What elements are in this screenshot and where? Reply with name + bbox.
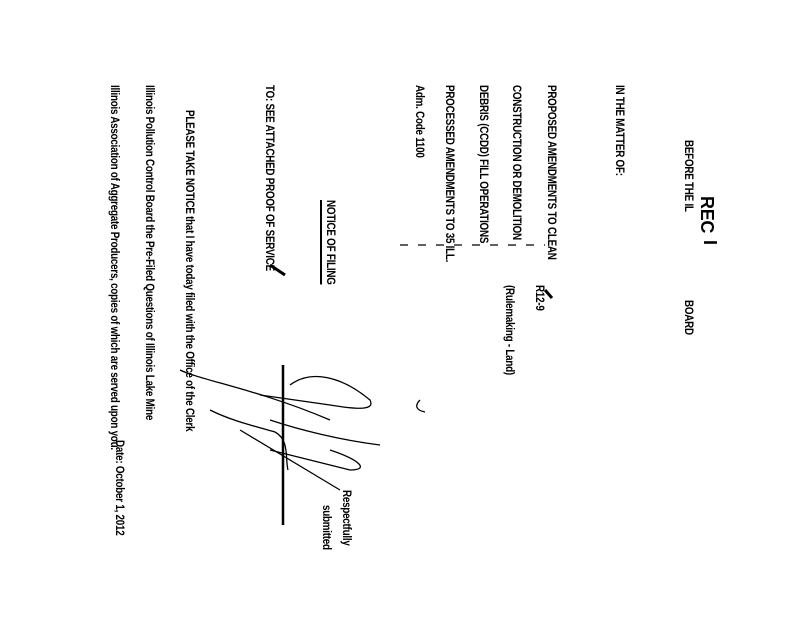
signature-stroke xyxy=(259,375,372,409)
docket-type: (Rulemaking - Land) xyxy=(503,285,517,375)
caption-line: DEBRIS (CCDD) FILL OPERATIONS xyxy=(477,85,491,244)
received-stamp: REC xyxy=(697,196,717,234)
docket-number: R12-9 xyxy=(533,285,547,311)
signature-stroke xyxy=(209,409,289,471)
body-line: Illinois Pollution Control Board the Pre… xyxy=(143,85,157,421)
caption-line: PROCESSED AMENDMENTS TO 35 ILL. xyxy=(443,85,457,263)
caption-line: Adm. Code 1100 xyxy=(413,85,427,158)
signature-stroke xyxy=(269,449,362,471)
signature-stroke xyxy=(416,399,426,413)
signature-stroke xyxy=(179,369,331,421)
to-line: TO: SEE ATTACHED PROOF OF SERVICE xyxy=(263,85,277,271)
scan-mark xyxy=(269,263,286,277)
date-line: Date: October 1, 2012 xyxy=(113,440,127,536)
closing-line: submitted xyxy=(320,505,334,550)
signature-stroke xyxy=(269,419,381,446)
in-the-matter-of: IN THE MATTER OF: xyxy=(613,85,627,176)
court-heading: BEFORE THE IL xyxy=(682,140,696,212)
caption-line: CONSTRUCTION OR DEMOLITION xyxy=(510,85,524,240)
notice-title: NOTICE OF FILING xyxy=(320,200,338,285)
body-line: Illinois Association of Aggregate Produc… xyxy=(108,85,122,450)
caption-line: PROPOSED AMENDMENTS TO CLEAN xyxy=(545,85,559,260)
board-heading: BOARD xyxy=(682,300,696,335)
signature-stroke xyxy=(239,429,341,491)
closing-line: Respectfully xyxy=(340,490,354,546)
scan-mark xyxy=(543,289,554,299)
body-line: PLEASE TAKE NOTICE that I have today fil… xyxy=(183,110,197,432)
received-stamp-mark: I xyxy=(700,240,720,245)
